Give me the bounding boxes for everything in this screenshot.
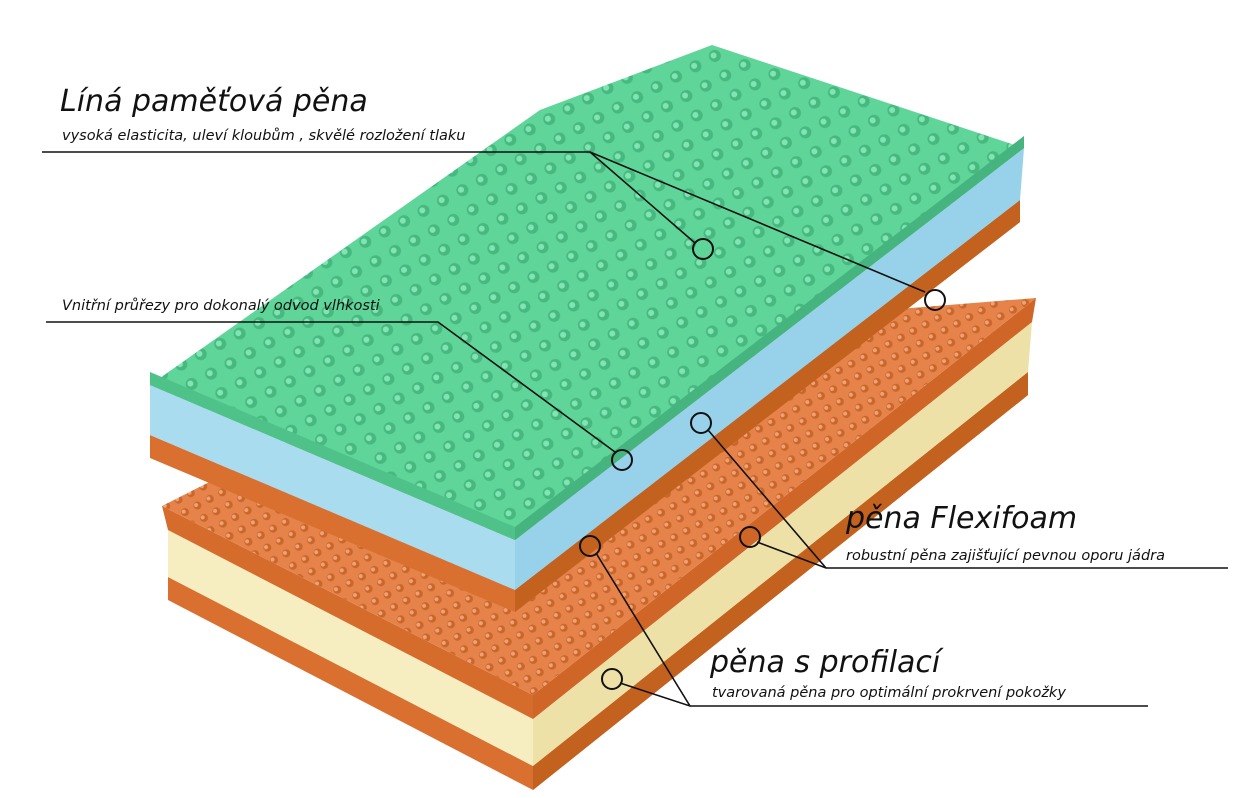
flexifoam-marker (739, 526, 761, 548)
memory-foam-leader-line-2 (589, 151, 926, 293)
lower-base-side-shade (533, 372, 1028, 790)
label-memory-foam: Líná paměťová pěna vysoká elasticita, ul… (42, 84, 946, 311)
label-profiled: pěna s profilací tvarovaná pěna pro opti… (579, 535, 1148, 707)
profiled-marker (601, 668, 623, 690)
memory-foam-top-surface (150, 45, 1024, 540)
upper-base-side-shade (515, 200, 1020, 612)
profiled-leader-line-2 (595, 552, 691, 707)
channels-leader-line (46, 321, 616, 453)
flexifoam-title: pěna Flexifoam (845, 501, 1077, 536)
blue-core-front (150, 385, 515, 590)
memory-foam-title: Líná paměťová pěna (60, 84, 368, 119)
memory-foam-edge-front (150, 372, 515, 540)
flexifoam-marker-2 (690, 412, 712, 434)
profiled-title: pěna s profilací (709, 645, 944, 680)
channels-subtitle: Vnitřní průřezy pro dokonalý odvod vlhko… (62, 298, 380, 314)
flexifoam-leader-line-2 (707, 429, 827, 569)
label-channels: Vnitřní průřezy pro dokonalý odvod vlhko… (46, 298, 633, 471)
profiled-foam-layer-side (533, 298, 1036, 719)
memory-foam-subtitle: vysoká elasticita, uleví kloubům , skvěl… (62, 128, 465, 144)
channels-marker (611, 449, 633, 471)
label-flexifoam: pěna Flexifoam robustní pěna zajišťující… (690, 412, 1228, 569)
profiled-foam-layer-front (162, 506, 533, 719)
blue-core-side (515, 148, 1024, 590)
memory-foam-edge-side (515, 136, 1024, 540)
flexifoam-subtitle: robustní pěna zajišťující pevnou oporu j… (846, 548, 1165, 564)
profiled-subtitle: tvarovaná pěna pro optimální prokrvení p… (712, 685, 1066, 701)
memory-foam-marker (692, 238, 714, 260)
profiled-marker-2 (579, 535, 601, 557)
upper-block (150, 45, 1024, 612)
memory-foam-marker-2 (924, 289, 946, 311)
flexifoam-core-front (168, 530, 533, 766)
